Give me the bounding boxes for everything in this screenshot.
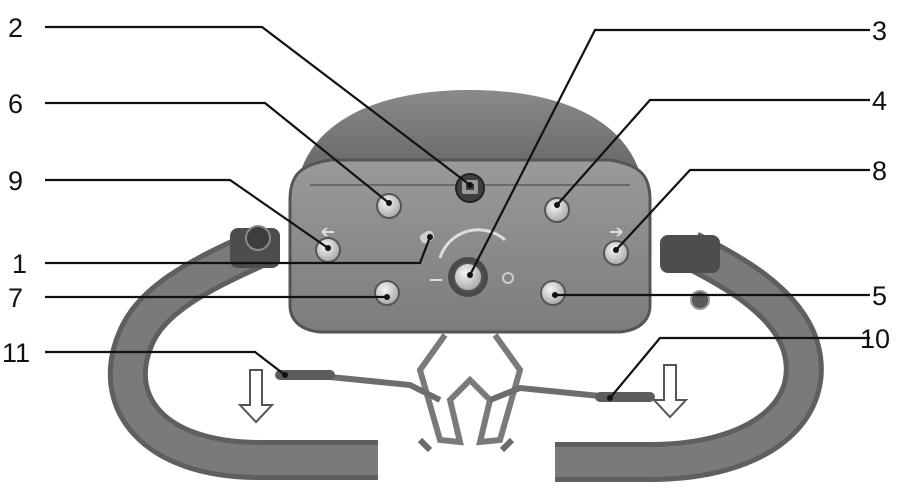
button-4[interactable] (544, 197, 570, 223)
callout-1: 1 (12, 249, 27, 279)
callout-6: 6 (8, 89, 23, 119)
callout-3: 3 (872, 16, 887, 46)
callout-4: 4 (872, 86, 887, 116)
brake-lever-11[interactable] (275, 370, 442, 403)
leader-lines (45, 25, 870, 399)
button-7[interactable] (374, 280, 400, 306)
callout-11: 11 (2, 338, 30, 368)
left-handlebar-mount (230, 225, 280, 268)
callout-2: 2 (8, 13, 23, 43)
callout-5: 5 (872, 281, 887, 311)
down-arrow-left-icon (237, 369, 275, 424)
down-arrow-right-icon (651, 364, 689, 419)
leader-dots (282, 182, 619, 401)
callout-9: 9 (8, 166, 23, 196)
steering-column (416, 333, 524, 453)
callout-7: 7 (8, 283, 23, 313)
callout-10: 10 (860, 324, 890, 354)
callout-8: 8 (872, 156, 887, 186)
right-handlebar-mount (660, 235, 720, 310)
